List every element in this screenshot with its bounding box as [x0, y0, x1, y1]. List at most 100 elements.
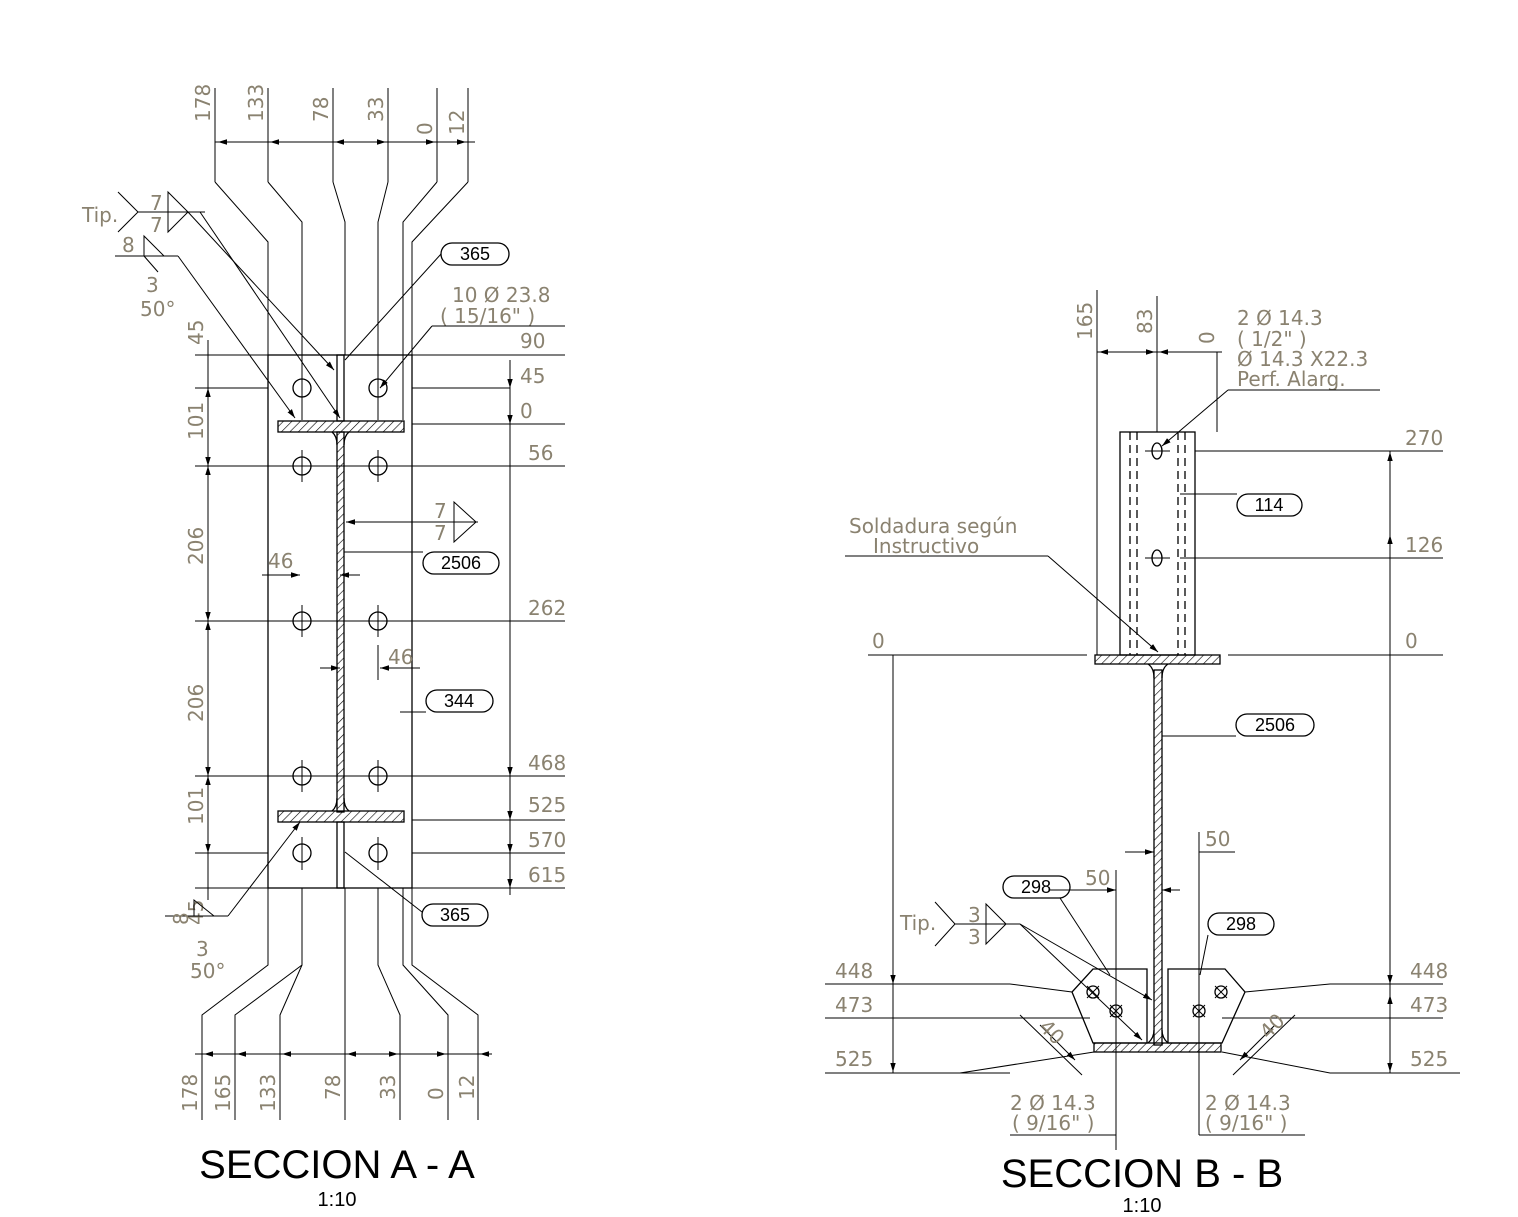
section-a-bottom-flange — [277, 810, 405, 823]
weld-a-left-size: 8 — [122, 233, 135, 257]
dim-a-right-615: 615 — [528, 863, 566, 887]
dim-a-bottom-178: 178 — [178, 1074, 202, 1112]
part-tag-114-label: 114 — [1255, 495, 1284, 515]
section-b-gusset-left — [1071, 968, 1148, 1044]
weld-a-bottom-depth: 3 — [196, 937, 209, 961]
section-a-drawing: 178 133 78 33 0 12 — [81, 84, 566, 1211]
part-tag-298-right-label: 298 — [1226, 914, 1256, 934]
section-b-tube — [1119, 431, 1196, 656]
part-tag-2506-a-label: 2506 — [441, 553, 481, 573]
gauge-a-right: 46 — [388, 645, 413, 669]
section-a-left-dimensions: 45 101 206 206 101 45 — [184, 320, 211, 925]
part-tag-298-right — [1207, 912, 1275, 936]
dim-b-right-473: 473 — [1410, 993, 1448, 1017]
dim-b-right-448: 448 — [1410, 959, 1448, 983]
part-tag-2506-b — [1235, 713, 1315, 737]
weld-a-bottom-angle: 50° — [190, 959, 225, 983]
dim-a-left-45-top: 45 — [184, 320, 208, 345]
dim-b-40-right: 40 — [1255, 1009, 1290, 1044]
dim-a-top-0: 0 — [413, 122, 437, 135]
part-tag-2506-b-label: 2506 — [1255, 715, 1295, 735]
part-tag-298-left — [1002, 875, 1071, 899]
weld-symbol-a-left: 8 3 50° — [115, 233, 296, 419]
dim-b-top-165: 165 — [1073, 302, 1097, 340]
hole-note-b-left-1: 2 Ø 14.3 — [1010, 1091, 1096, 1115]
dim-a-bottom-33: 33 — [376, 1075, 400, 1100]
dim-a-left-206-bottom: 206 — [184, 684, 208, 722]
weld-symbol-a-bottom: 8 3 50° — [165, 821, 301, 983]
weld-a-web-b: 7 — [434, 521, 447, 545]
dim-a-right-525: 525 — [528, 793, 566, 817]
weld-b-b: 3 — [968, 925, 981, 949]
dim-a-bottom-165: 165 — [211, 1074, 235, 1112]
dim-b-left-448: 448 — [835, 959, 873, 983]
section-a-web — [336, 431, 345, 813]
weld-symbol-b: Tip. 3 3 — [899, 901, 1153, 1041]
dim-a-right-0: 0 — [520, 399, 533, 423]
weld-b-a: 3 — [968, 903, 981, 927]
part-tag-298-left-label: 298 — [1021, 877, 1051, 897]
dim-a-right-262: 262 — [528, 596, 566, 620]
section-b-title: SECCION B - B — [1001, 1152, 1283, 1196]
hole-note-b-3: Ø 14.3 X22.3 — [1237, 347, 1368, 371]
weld-symbol-a-top: Tip. 7 7 — [81, 190, 341, 419]
dim-a-top-78: 78 — [309, 97, 333, 122]
dim-a-bottom-0: 0 — [424, 1087, 448, 1100]
part-tag-365-top-label: 365 — [460, 244, 490, 264]
dim-b-left-473: 473 — [835, 993, 873, 1017]
dim-a-top-12: 12 — [445, 110, 469, 135]
section-b-top-flange — [1094, 654, 1221, 665]
section-a-bottom-dimensions: 178 165 133 78 33 0 12 — [178, 888, 492, 1120]
section-b-web — [1153, 669, 1163, 1046]
hole-note-b-4: Perf. Alarg. — [1237, 367, 1346, 391]
dim-a-top-178: 178 — [191, 84, 215, 122]
weld-b-prefix: Tip. — [899, 911, 936, 935]
dim-b-50-left: 50 — [1085, 866, 1110, 890]
section-b-top-dimensions: 165 83 0 — [1073, 290, 1222, 655]
section-a-scale: 1:10 — [318, 1189, 357, 1211]
dim-a-top-133: 133 — [244, 84, 268, 122]
dim-b-left-525: 525 — [835, 1047, 873, 1071]
dim-b-right-0: 0 — [1405, 629, 1418, 653]
holes-note-a-inch: ( 15/16" ) — [440, 304, 535, 328]
dim-b-left-0: 0 — [872, 629, 885, 653]
dim-a-left-101-bottom: 101 — [184, 787, 208, 825]
dim-b-right-126: 126 — [1405, 533, 1443, 557]
weld-a-top-a: 7 — [150, 191, 163, 215]
dim-a-bottom-12: 12 — [455, 1075, 479, 1100]
dim-a-right-570: 570 — [528, 828, 566, 852]
dim-a-right-45: 45 — [520, 364, 545, 388]
part-tag-344-label: 344 — [444, 691, 474, 711]
hole-note-b-1: 2 Ø 14.3 — [1237, 306, 1323, 330]
dim-a-right-468: 468 — [528, 751, 566, 775]
weld-a-left-depth: 3 — [146, 273, 159, 297]
section-a-title: SECCION A - A — [199, 1143, 475, 1187]
part-tag-344 — [425, 689, 494, 713]
hole-note-b-right-2: ( 9/16" ) — [1205, 1111, 1287, 1135]
part-tag-114 — [1236, 493, 1303, 517]
dim-a-left-206-top: 206 — [184, 527, 208, 565]
dim-a-bottom-133: 133 — [256, 1074, 280, 1112]
dim-a-left-45-bottom: 45 — [184, 900, 208, 925]
hole-note-b-left-2: ( 9/16" ) — [1012, 1111, 1094, 1135]
dim-b-40-left: 40 — [1034, 1015, 1069, 1050]
weld-a-bottom-size: 8 — [169, 912, 193, 925]
weld-a-left-angle: 50° — [140, 297, 175, 321]
section-a-row-lines — [195, 354, 565, 889]
part-tag-365-bottom-label: 365 — [440, 905, 470, 925]
weld-a-web-a: 7 — [434, 499, 447, 523]
section-b-left-dimensions: 0 448 473 525 — [825, 629, 1087, 1074]
hole-note-b-right-1: 2 Ø 14.3 — [1205, 1091, 1291, 1115]
weld-symbol-a-web: 7 7 — [346, 499, 478, 545]
section-b-bottom-flange — [1093, 1042, 1222, 1053]
section-b-drawing: 165 83 0 2 Ø 14.3 ( 1/2" ) Ø 14.3 X22.3 … — [825, 290, 1460, 1217]
weld-a-top-prefix: Tip. — [81, 203, 118, 227]
part-tag-365-bottom — [421, 903, 489, 927]
section-a-top-dimensions: 178 133 78 33 0 12 — [191, 84, 475, 420]
weld-note-b-1: Soldadura según — [849, 514, 1017, 538]
dim-a-bottom-78: 78 — [321, 1075, 345, 1100]
dim-b-right-270: 270 — [1405, 426, 1443, 450]
dim-b-top-83: 83 — [1133, 309, 1157, 334]
holes-note-a: 10 Ø 23.8 — [452, 283, 550, 307]
